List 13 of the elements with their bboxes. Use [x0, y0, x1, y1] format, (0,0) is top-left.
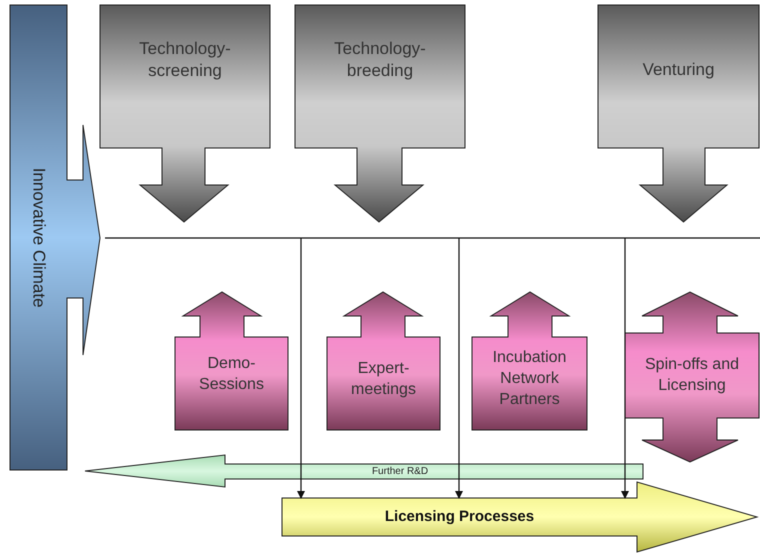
node-label: Technology-breeding: [333, 38, 427, 82]
arrow: [297, 238, 305, 499]
node-label: Further R&D: [370, 465, 430, 478]
node-label: Expert-meetings: [350, 358, 417, 400]
arrow: [621, 238, 629, 499]
arrow: [455, 238, 463, 499]
vertical-label: Innovative Climate: [28, 168, 50, 308]
node-label: Technology-screening: [138, 38, 232, 82]
node-label: Venturing: [642, 58, 716, 81]
node-label: Spin-offs and Licensing: [644, 354, 740, 396]
node-label: Licensing Processes: [384, 507, 536, 527]
node-label: Incubation Network Partners: [492, 348, 568, 410]
node-label: Demo-Sessions: [198, 354, 265, 394]
